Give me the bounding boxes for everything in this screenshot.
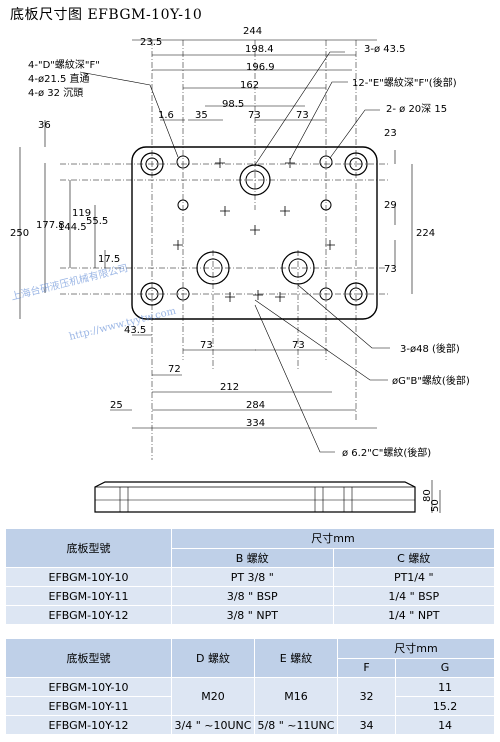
cell-e: 5/8 " ~11UNC	[254, 715, 338, 735]
dim-top: 1.6	[158, 110, 174, 121]
callout-counterbore: 4-ø 32 沉頭	[28, 86, 83, 99]
dim-top: 244	[243, 26, 262, 37]
header-b-thread: B 螺紋	[171, 547, 334, 568]
cell-f: 34	[336, 715, 397, 735]
callout-through-hole: 4-ø21.5 直通	[28, 72, 90, 85]
cell-c: PT1/4 "	[332, 567, 495, 587]
dim-bottom: 43.5	[124, 325, 146, 336]
table-row: EFBGM-10Y-12 3/4 " ~10UNC 5/8 " ~11UNC 3…	[5, 715, 495, 735]
page-title: 底板尺寸图 EFBGM-10Y-10	[10, 7, 203, 23]
dim-top: 23.5	[140, 37, 162, 48]
header-e-thread: E 螺紋	[254, 638, 338, 678]
callout-hole-20: 2- ø 20深 15	[386, 103, 447, 115]
top-view	[60, 40, 390, 460]
header-d-thread: D 螺紋	[171, 638, 255, 678]
dim-right: 23	[384, 128, 397, 139]
callout-c-thread: ø 6.2"C"螺紋(後部)	[342, 446, 431, 459]
dim-top: 73	[296, 110, 309, 121]
header-model: 底板型號	[5, 638, 172, 678]
thread-spec-table: 底板型號 尺寸mm B 螺紋 C 螺紋 EFBGM-10Y-10 PT 3/8 …	[5, 528, 495, 625]
plate-drawing: 23.5 244 198.4 196.9 162 98.5 1.6 35 73 …	[10, 26, 470, 513]
dim-bottom: 334	[246, 418, 265, 429]
dim-right: 73	[384, 264, 397, 275]
dim-left: 119	[72, 208, 91, 219]
cell-g: 14	[395, 715, 495, 735]
dim-top: 162	[240, 80, 259, 91]
callout-e-thread: 12-"E"螺紋深"F"(後部)	[352, 76, 457, 89]
table-row: EFBGM-10Y-10 M20 M16 32 11	[5, 677, 495, 716]
dim-top: 73	[248, 110, 261, 121]
plate-outline	[131, 146, 378, 320]
dim-top: 35	[195, 110, 208, 121]
dim-bottom: 284	[246, 400, 265, 411]
cell-e-merged: M16	[254, 677, 338, 716]
dim-left: 144.5	[58, 222, 87, 233]
side-dim: 50	[430, 499, 441, 512]
dim-left: 250	[10, 228, 29, 239]
cell-b: 3/8 " NPT	[171, 605, 334, 625]
dim-top: 198.4	[245, 44, 274, 55]
cell-model: EFBGM-10Y-12	[5, 605, 172, 625]
dim-bottom: 73	[200, 340, 213, 351]
dim-right: 224	[416, 228, 435, 239]
header-g: G	[395, 657, 495, 678]
dim-left: 55.5	[86, 216, 108, 227]
dim-left: 36	[38, 120, 51, 131]
cell-b: PT 3/8 "	[171, 567, 334, 587]
side-dim: 80	[422, 489, 433, 502]
callout-hole-43: 3-ø 43.5	[364, 44, 406, 55]
cell-model: EFBGM-10Y-11	[5, 586, 172, 606]
dim-bottom: 212	[220, 382, 239, 393]
cell-d: 3/4 " ~10UNC	[171, 715, 255, 735]
header-f: F	[336, 657, 397, 678]
dim-bottom: 25	[110, 400, 123, 411]
header-c-thread: C 螺紋	[332, 547, 495, 568]
watermark-company: 上海台研液压机械有限公司	[10, 261, 130, 303]
cell-c: 1/4 " BSP	[332, 586, 495, 606]
dim-bottom: 72	[168, 364, 181, 375]
table-row: EFBGM-10Y-12 3/8 " NPT 1/4 " NPT	[5, 605, 495, 625]
dim-top: 196.9	[246, 62, 275, 73]
header-model: 底板型號	[5, 528, 172, 568]
dim-bottom: 73	[292, 340, 305, 351]
cell-model: EFBGM-10Y-10	[5, 567, 172, 587]
dim-left: 177.8	[36, 220, 65, 231]
dim-top: 98.5	[222, 99, 244, 110]
header-size: 尺寸mm	[337, 638, 495, 659]
cell-model: EFBGM-10Y-11	[5, 696, 172, 716]
callout-hole-48: 3-ø48 (後部)	[400, 342, 460, 355]
cell-g: 11	[395, 677, 495, 697]
table-row: EFBGM-10Y-11 3/8 " BSP 1/4 " BSP	[5, 586, 495, 606]
header-size: 尺寸mm	[171, 528, 495, 549]
table-row: EFBGM-10Y-10 PT 3/8 " PT1/4 "	[5, 567, 495, 587]
cell-d-merged: M20	[171, 677, 255, 716]
dimension-spec-table: 底板型號 D 螺紋 E 螺紋 尺寸mm F G EFBGM-10Y-10 M20…	[5, 638, 495, 735]
callout-d-thread: 4-"D"螺紋深"F"	[28, 58, 100, 71]
callout-b-thread: øG"B"螺紋(後部)	[392, 374, 470, 387]
dim-right: 29	[384, 200, 397, 211]
cell-model: EFBGM-10Y-12	[5, 715, 172, 735]
cell-c: 1/4 " NPT	[332, 605, 495, 625]
watermark-url: http://www.tyytw.com	[68, 306, 178, 343]
cell-f-merged: 32	[336, 677, 397, 716]
side-view	[94, 480, 441, 513]
cell-model: EFBGM-10Y-10	[5, 677, 172, 697]
cell-g: 15.2	[395, 696, 495, 716]
dim-left: 17.5	[98, 254, 120, 265]
cell-b: 3/8 " BSP	[171, 586, 334, 606]
table-row: EFBGM-10Y-11 15.2	[5, 696, 495, 716]
